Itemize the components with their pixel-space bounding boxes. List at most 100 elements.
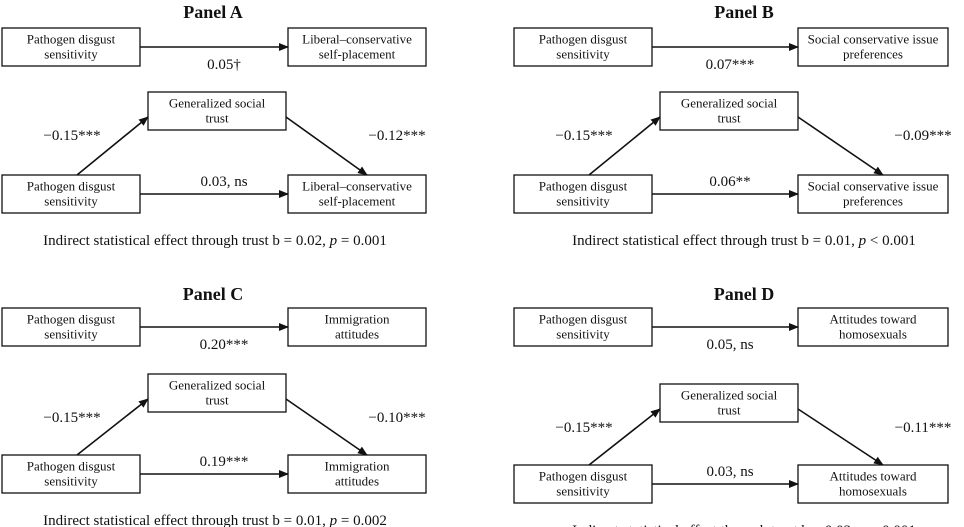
total-outcome-box-rect xyxy=(287,307,427,347)
total-predictor-box-label-2: sensitivity xyxy=(44,327,98,342)
mediator-box-rect xyxy=(147,91,287,131)
panel-title: Panel C xyxy=(183,284,244,304)
path-a-coef: −0.15*** xyxy=(43,128,100,144)
direct-outcome-box-label-1: Attitudes toward xyxy=(829,469,917,484)
mediator-box-label-2: trust xyxy=(205,111,229,126)
path-b-arrow xyxy=(797,116,884,176)
direct-outcome-box-label-1: Liberal–conservative xyxy=(302,179,412,194)
panel-title: Panel B xyxy=(714,2,774,22)
total-outcome-box-rect xyxy=(797,27,949,67)
mediator-box-label-2: trust xyxy=(717,403,741,418)
total-outcome-box-label-2: attitudes xyxy=(335,327,379,342)
panel-title: Panel A xyxy=(183,2,243,22)
path-a-coef: −0.15*** xyxy=(43,410,100,426)
total-predictor-box-rect xyxy=(513,27,653,67)
total-outcome-box-rect xyxy=(287,27,427,67)
direct-effect-coef: 0.03, ns xyxy=(706,464,753,480)
mediator-box-rect xyxy=(147,373,287,413)
direct-effect-coef: 0.06** xyxy=(709,174,750,190)
direct-effect-coef: 0.19*** xyxy=(200,454,249,470)
path-b-coef: −0.11*** xyxy=(895,420,952,436)
total-effect-coef: 0.07*** xyxy=(706,57,755,73)
total-predictor-box-label-1: Pathogen disgust xyxy=(27,32,116,47)
path-a-coef: −0.15*** xyxy=(555,128,612,144)
direct-predictor-box-rect xyxy=(513,464,653,504)
total-effect-coef: 0.05, ns xyxy=(706,337,753,353)
mediator-box-label-1: Generalized social xyxy=(169,378,266,393)
indirect-effect-text: Indirect statistical effect through trus… xyxy=(43,513,387,527)
path-b-arrow xyxy=(797,408,884,466)
total-outcome-box-rect xyxy=(797,307,949,347)
path-b-coef: −0.12*** xyxy=(368,128,425,144)
direct-predictor-box-label-1: Pathogen disgust xyxy=(27,179,116,194)
mediator-box-label-1: Generalized social xyxy=(681,388,778,403)
total-predictor-box-rect xyxy=(1,27,141,67)
path-b-coef: −0.09*** xyxy=(894,128,951,144)
total-predictor-box-label-2: sensitivity xyxy=(556,47,610,62)
direct-outcome-box-label-2: preferences xyxy=(843,194,903,209)
total-predictor-box-label-2: sensitivity xyxy=(556,327,610,342)
total-outcome-box-label-1: Attitudes toward xyxy=(829,312,917,327)
total-outcome-box-label-1: Liberal–conservative xyxy=(302,32,412,47)
mediator-box-label-1: Generalized social xyxy=(681,96,778,111)
direct-outcome-box-label-2: attitudes xyxy=(335,474,379,489)
path-a-arrow xyxy=(588,116,661,176)
panel-title: Panel D xyxy=(714,284,775,304)
direct-outcome-box-label-2: homosexuals xyxy=(839,484,907,499)
direct-outcome-box-label-1: Immigration xyxy=(325,459,390,474)
direct-outcome-box-label-1: Social conservative issue xyxy=(808,179,939,194)
path-a-coef: −0.15*** xyxy=(555,420,612,436)
total-predictor-box-label-1: Pathogen disgust xyxy=(27,312,116,327)
path-a-arrow xyxy=(588,408,661,466)
total-predictor-box-rect xyxy=(1,307,141,347)
path-b-coef: −0.10*** xyxy=(368,410,425,426)
total-predictor-box-label-1: Pathogen disgust xyxy=(539,312,628,327)
direct-predictor-box-label-1: Pathogen disgust xyxy=(539,179,628,194)
indirect-effect-text: Indirect statistical effect through trus… xyxy=(572,523,916,527)
direct-predictor-box-label-2: sensitivity xyxy=(44,194,98,209)
direct-predictor-box-label-1: Pathogen disgust xyxy=(27,459,116,474)
indirect-effect-text: Indirect statistical effect through trus… xyxy=(572,233,916,249)
mediator-box-label-2: trust xyxy=(205,393,229,408)
direct-outcome-box-rect xyxy=(797,464,949,504)
path-b-arrow xyxy=(285,398,368,456)
total-outcome-box-label-2: preferences xyxy=(843,47,903,62)
direct-predictor-box-label-2: sensitivity xyxy=(556,194,610,209)
path-a-arrow xyxy=(76,398,149,456)
direct-effect-coef: 0.03, ns xyxy=(200,174,247,190)
direct-predictor-box-label-1: Pathogen disgust xyxy=(539,469,628,484)
direct-outcome-box-label-2: self-placement xyxy=(319,194,396,209)
direct-predictor-box-label-2: sensitivity xyxy=(44,474,98,489)
total-predictor-box-label-1: Pathogen disgust xyxy=(539,32,628,47)
total-effect-coef: 0.05† xyxy=(207,57,241,73)
indirect-effect-text: Indirect statistical effect through trus… xyxy=(43,233,387,249)
path-b-arrow xyxy=(285,116,368,176)
mediator-box-rect xyxy=(659,91,799,131)
total-predictor-box-label-2: sensitivity xyxy=(44,47,98,62)
mediator-box-label-2: trust xyxy=(717,111,741,126)
direct-predictor-box-rect xyxy=(513,174,653,214)
mediator-box-rect xyxy=(659,383,799,423)
